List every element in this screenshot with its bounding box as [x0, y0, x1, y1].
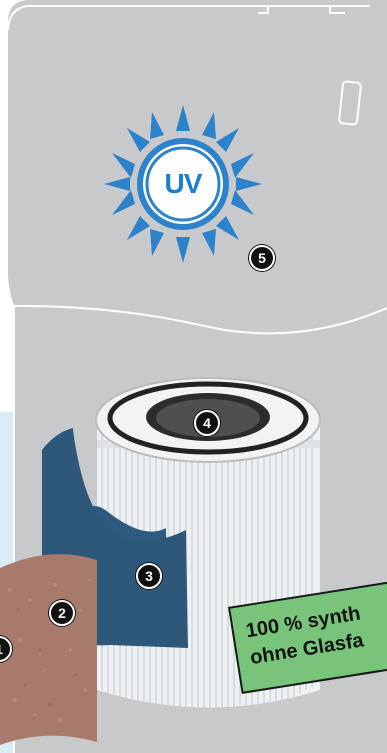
marker-3: 3 [136, 563, 162, 589]
prefilter-cloth [0, 554, 97, 745]
marker-4: 4 [194, 410, 220, 436]
marker-2: 2 [49, 600, 75, 626]
uv-label: UV [154, 155, 212, 213]
marker-5: 5 [249, 245, 275, 271]
